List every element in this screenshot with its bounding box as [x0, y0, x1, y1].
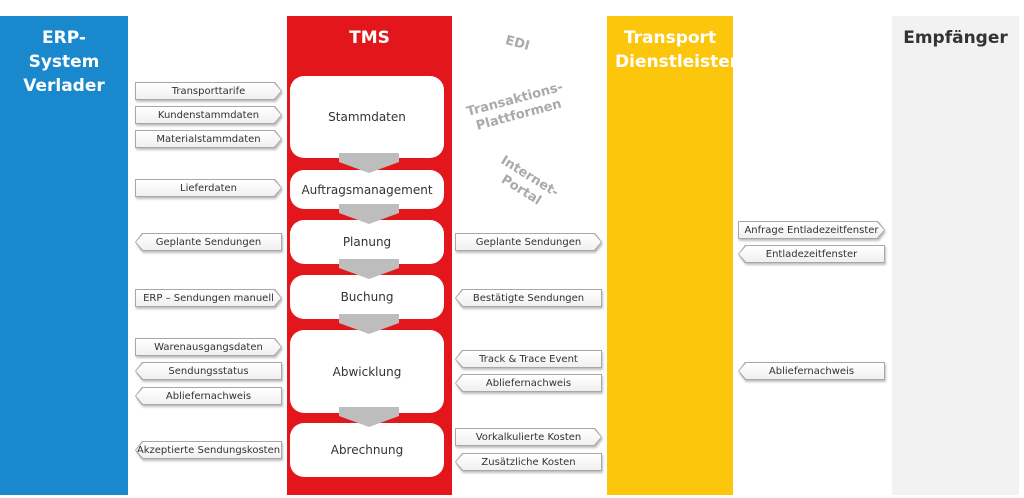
flow-arrow-right: Vorkalkulierte Kosten	[455, 428, 602, 446]
flow-arrow-right: ERP – Sendungen manuell	[135, 289, 282, 307]
empfaenger-column: Empfänger	[892, 16, 1019, 495]
transport-column: Transport Dienstleister	[607, 16, 739, 495]
erp-column: ERP-System Verlader	[0, 16, 128, 495]
flow-arrow-left: Abliefernachweis	[455, 374, 602, 392]
stage-abwicklung: Abwicklung	[290, 330, 444, 413]
flow-arrow-left: Track & Trace Event	[455, 350, 602, 368]
flow-arrow-right: Materialstammdaten	[135, 130, 282, 148]
tms-column: TMS Stammdaten Auftragsmanagement Planun…	[287, 16, 452, 495]
flow-arrow-right: Anfrage Entladezeitfenster	[738, 221, 885, 239]
transport-title: Transport Dienstleister	[615, 28, 739, 72]
flow-arrow-right: Warenausgangsdaten	[135, 338, 282, 356]
flow-arrow-left: Sendungsstatus	[135, 362, 282, 380]
flow-arrow-left: Bestätigte Sendungen	[455, 289, 602, 307]
flow-arrow-left: Zusätzliche Kosten	[455, 453, 602, 471]
stage-abrechnung: Abrechnung	[290, 423, 444, 477]
flow-arrow-left: Abliefernachweis	[738, 362, 885, 380]
channel-portal: Internet-Portal	[497, 153, 562, 209]
stage-stammdaten: Stammdaten	[290, 76, 444, 158]
stage-planung: Planung	[290, 220, 444, 264]
flow-arrow-left: Geplante Sendungen	[135, 233, 282, 251]
flow-arrow-left: Entladezeitfenster	[738, 245, 885, 263]
channel-edi: EDI	[503, 33, 532, 54]
flow-arrow-right: Geplante Sendungen	[455, 233, 602, 251]
channel-platforms: Transaktions-Plattformen	[465, 79, 565, 134]
flow-arrow-right: Transporttarife	[135, 82, 282, 100]
erp-title: ERP-System Verlader	[23, 28, 105, 96]
flow-arrow-left: Akzeptierte Sendungskosten	[135, 441, 282, 459]
stage-buchung: Buchung	[290, 275, 444, 319]
flow-arrow-right: Kundenstammdaten	[135, 106, 282, 124]
empfaenger-title: Empfänger	[903, 28, 1008, 48]
stage-auftragsmanagement: Auftragsmanagement	[290, 170, 444, 209]
tms-title: TMS	[349, 28, 390, 48]
flow-arrow-left: Abliefernachweis	[135, 387, 282, 405]
flow-arrow-right: Lieferdaten	[135, 179, 282, 197]
